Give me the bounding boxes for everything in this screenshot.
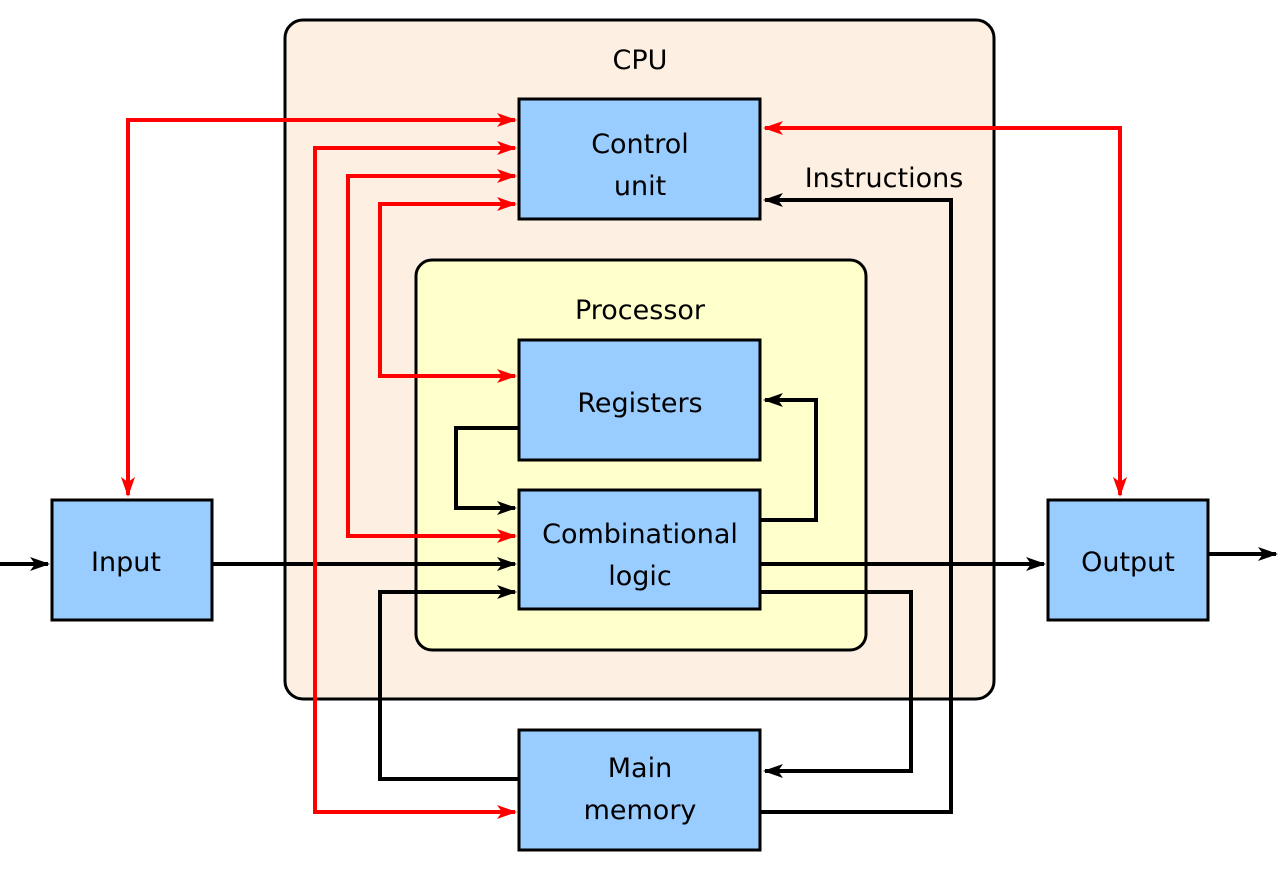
input-label: Input xyxy=(91,547,161,578)
control-logic-arrow xyxy=(346,169,517,543)
combinational-logic-block: Combinational logic xyxy=(517,488,762,611)
processor-label: Processor xyxy=(575,295,706,326)
control-lines xyxy=(121,113,1127,819)
main-memory-block: Main memory xyxy=(517,728,762,852)
logic-to-memory-arrow xyxy=(760,590,913,778)
memory-to-logic-arrow xyxy=(378,585,519,781)
main-memory-label-1: Main xyxy=(608,753,672,784)
control-output-arrow xyxy=(763,121,1127,497)
instructions-label: Instructions xyxy=(805,163,964,194)
control-unit-block: Control unit xyxy=(517,97,762,221)
output-label: Output xyxy=(1081,547,1175,578)
control-unit-label-1: Control xyxy=(591,129,689,160)
registers-label: Registers xyxy=(577,388,702,419)
control-input-arrow xyxy=(121,113,517,497)
main-memory-label-2: memory xyxy=(584,795,697,826)
registers-block: Registers xyxy=(517,338,762,462)
output-block: Output xyxy=(1046,498,1210,622)
control-registers-arrow xyxy=(378,197,517,383)
cpu-label: CPU xyxy=(613,45,668,76)
combinational-logic-label-2: logic xyxy=(608,561,672,592)
control-memory-arrow xyxy=(313,141,517,819)
control-unit-label-2: unit xyxy=(614,171,666,202)
input-block: Input xyxy=(50,498,214,622)
combinational-logic-label-1: Combinational xyxy=(542,519,738,550)
